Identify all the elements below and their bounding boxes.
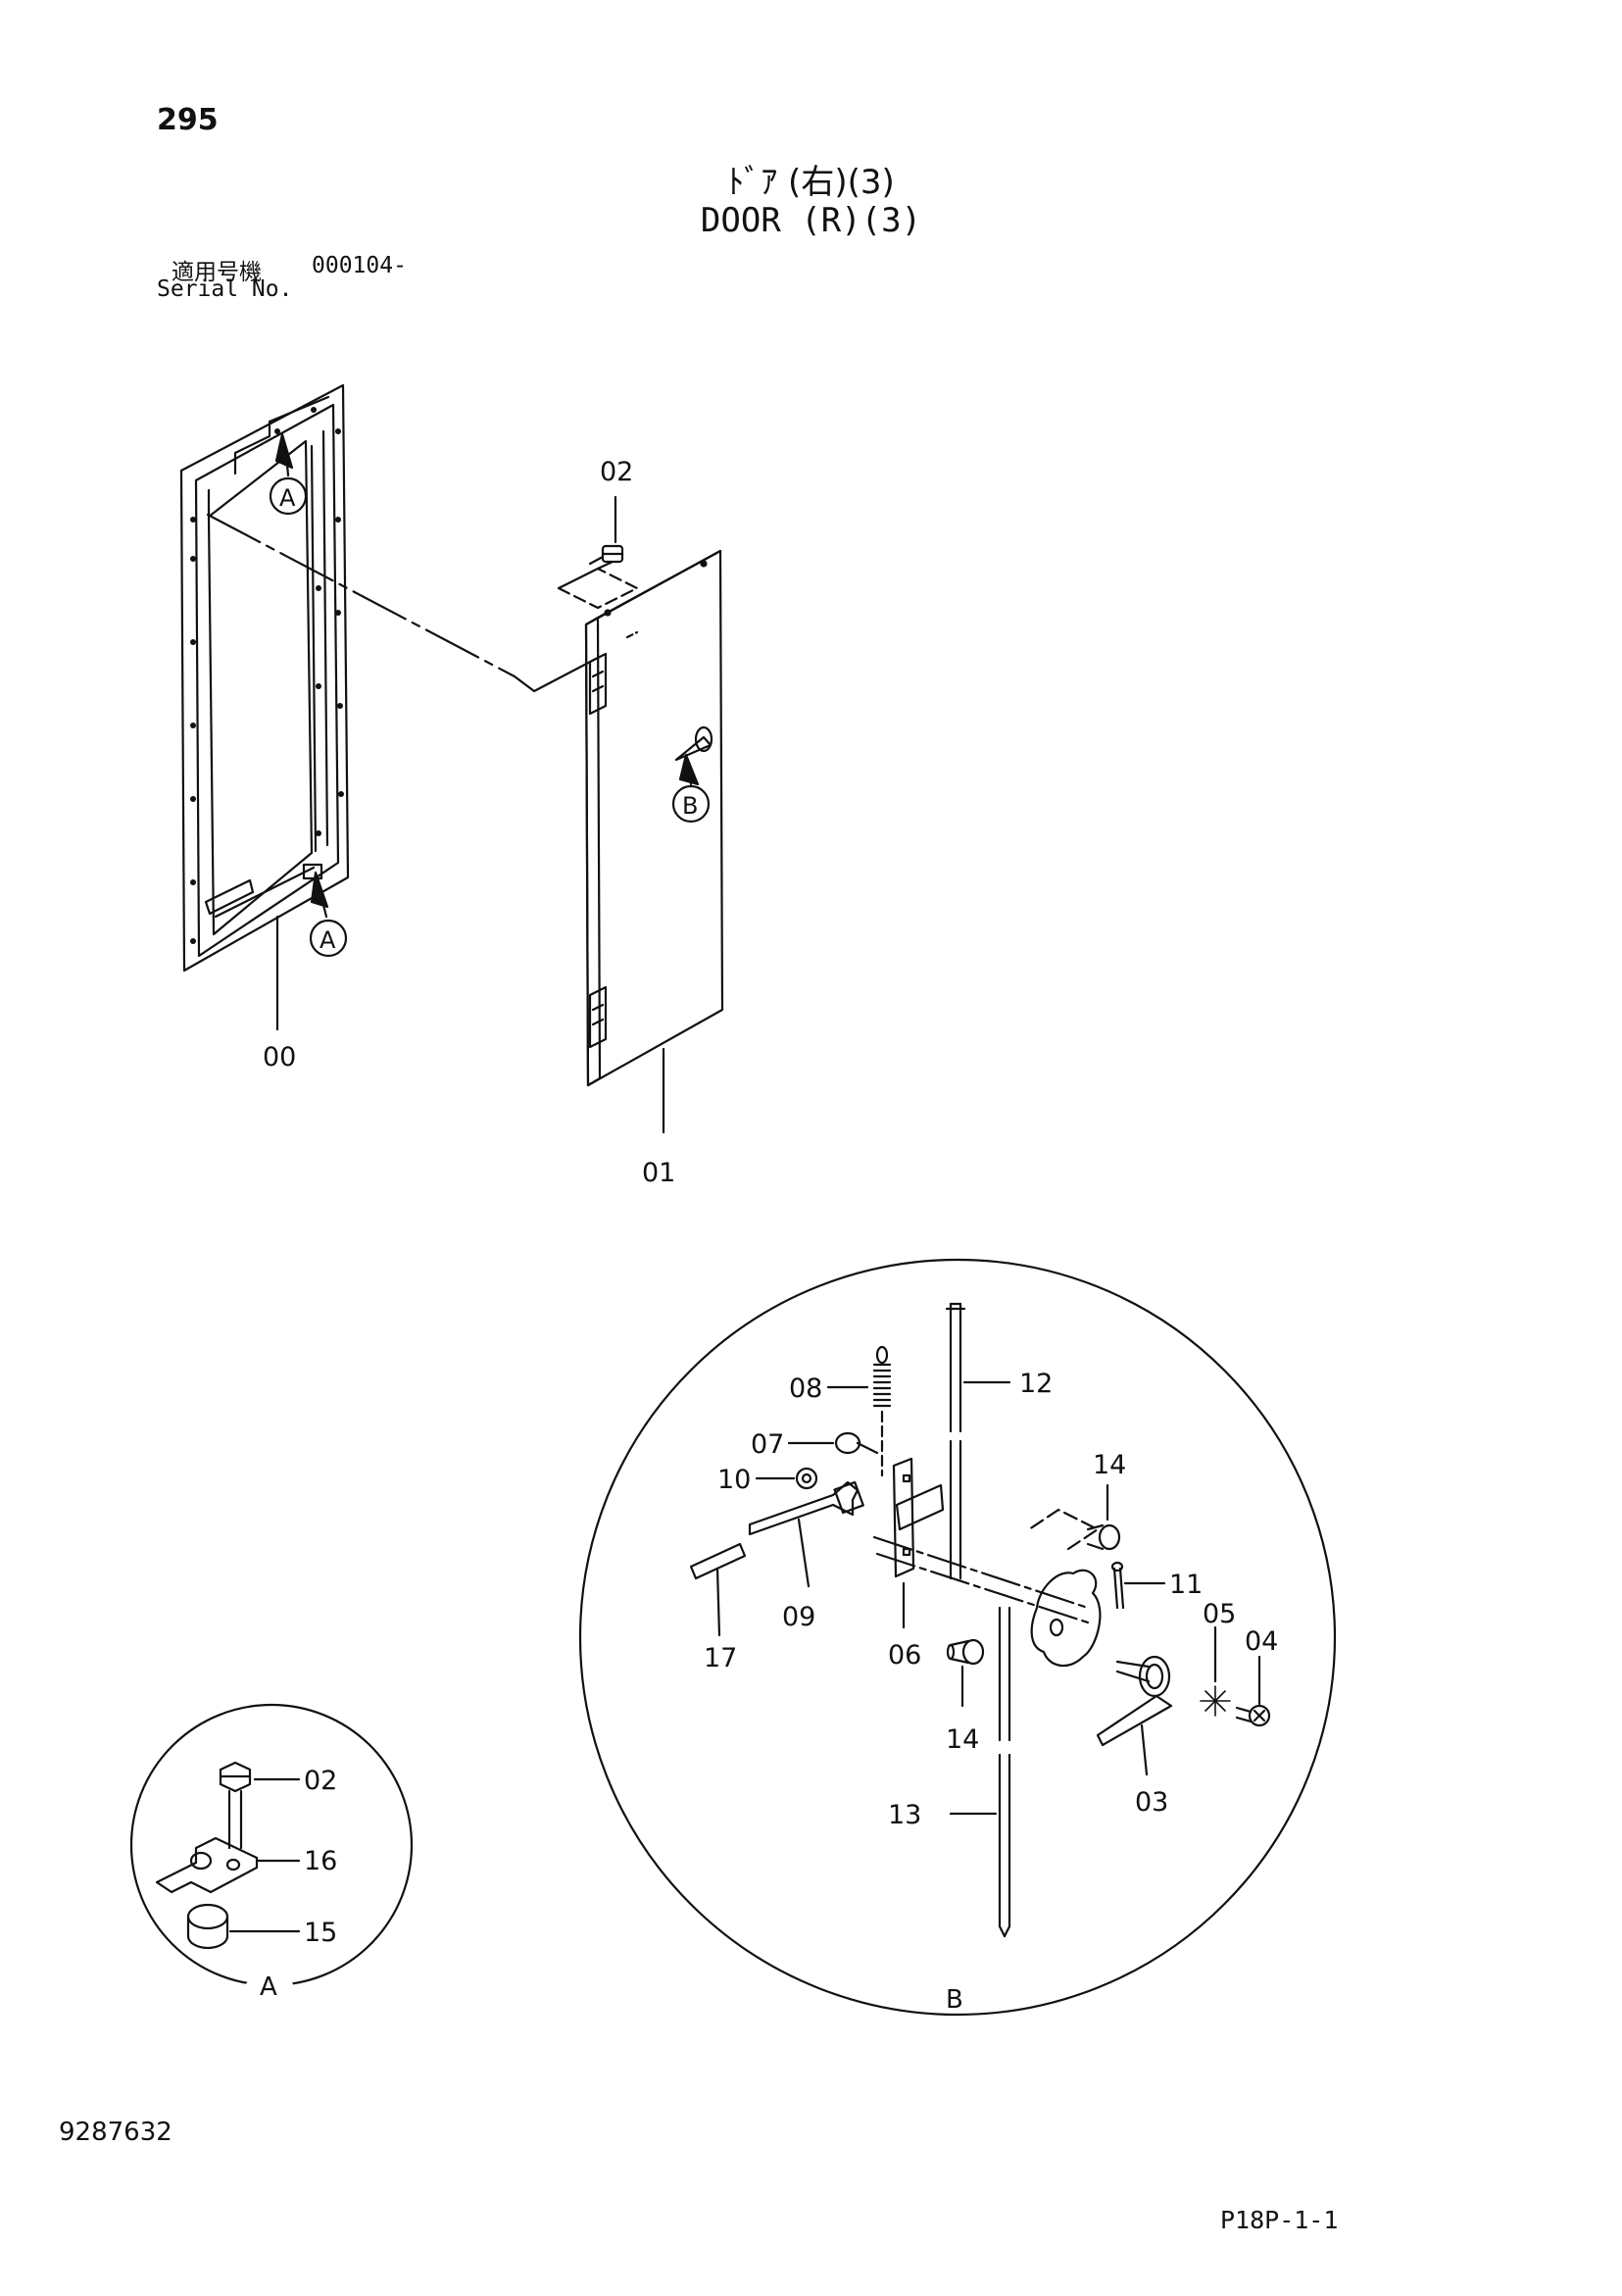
callout-02-top: 02 — [600, 457, 633, 487]
bolt-02-top — [588, 495, 624, 571]
serial-label-english: Serial No. — [157, 276, 293, 302]
title-english: DOOR (R)(3) — [700, 201, 922, 240]
drawing-number: 9287632 — [59, 2118, 172, 2147]
view-marker-a-top: A — [269, 432, 308, 516]
detail-a-label: A — [260, 1972, 277, 2002]
callout-01: 01 — [642, 1158, 675, 1188]
detail-a-parts — [155, 1761, 301, 1950]
callout-11: 11 — [1169, 1570, 1203, 1600]
callout-09: 09 — [782, 1602, 815, 1632]
callout-14-lower: 14 — [946, 1724, 979, 1755]
serial-label-japanese: 適用号機 — [172, 260, 262, 285]
detail-a-circle — [129, 1703, 414, 1987]
callout-07: 07 — [751, 1429, 784, 1460]
callout-17: 17 — [704, 1643, 737, 1673]
svg-text:B: B — [682, 792, 698, 820]
page-number: 295 — [157, 103, 219, 137]
door-frame — [179, 383, 350, 973]
door-panel — [557, 549, 724, 1087]
door-handle-view-b: B — [671, 725, 713, 824]
sheet-code: P18P-1-1 — [1220, 2206, 1339, 2234]
callout-15: 15 — [304, 1918, 337, 1948]
svg-text:A: A — [319, 926, 336, 954]
callout-14-upper: 14 — [1093, 1450, 1126, 1480]
callout-02-detail-a: 02 — [304, 1766, 337, 1796]
callout-06: 06 — [888, 1640, 921, 1671]
callout-16: 16 — [304, 1846, 337, 1876]
detail-b-circle — [578, 1258, 1337, 2017]
callout-03: 03 — [1135, 1787, 1168, 1818]
view-marker-a-bottom: A — [309, 871, 348, 958]
detail-b-parts — [689, 1302, 1271, 1938]
callout-12: 12 — [1019, 1369, 1053, 1399]
serial-number: 000104- — [312, 253, 407, 278]
callout-00: 00 — [263, 1042, 296, 1073]
callout-05: 05 — [1203, 1599, 1236, 1629]
callout-08: 08 — [789, 1373, 822, 1404]
detail-b-label: B — [946, 1985, 963, 2015]
callout-13: 13 — [888, 1800, 921, 1830]
callout-10: 10 — [717, 1465, 751, 1495]
svg-text:A: A — [279, 484, 296, 512]
callout-04: 04 — [1245, 1626, 1278, 1657]
title-japanese: ﾄﾞｱ (右)(3) — [727, 163, 895, 202]
